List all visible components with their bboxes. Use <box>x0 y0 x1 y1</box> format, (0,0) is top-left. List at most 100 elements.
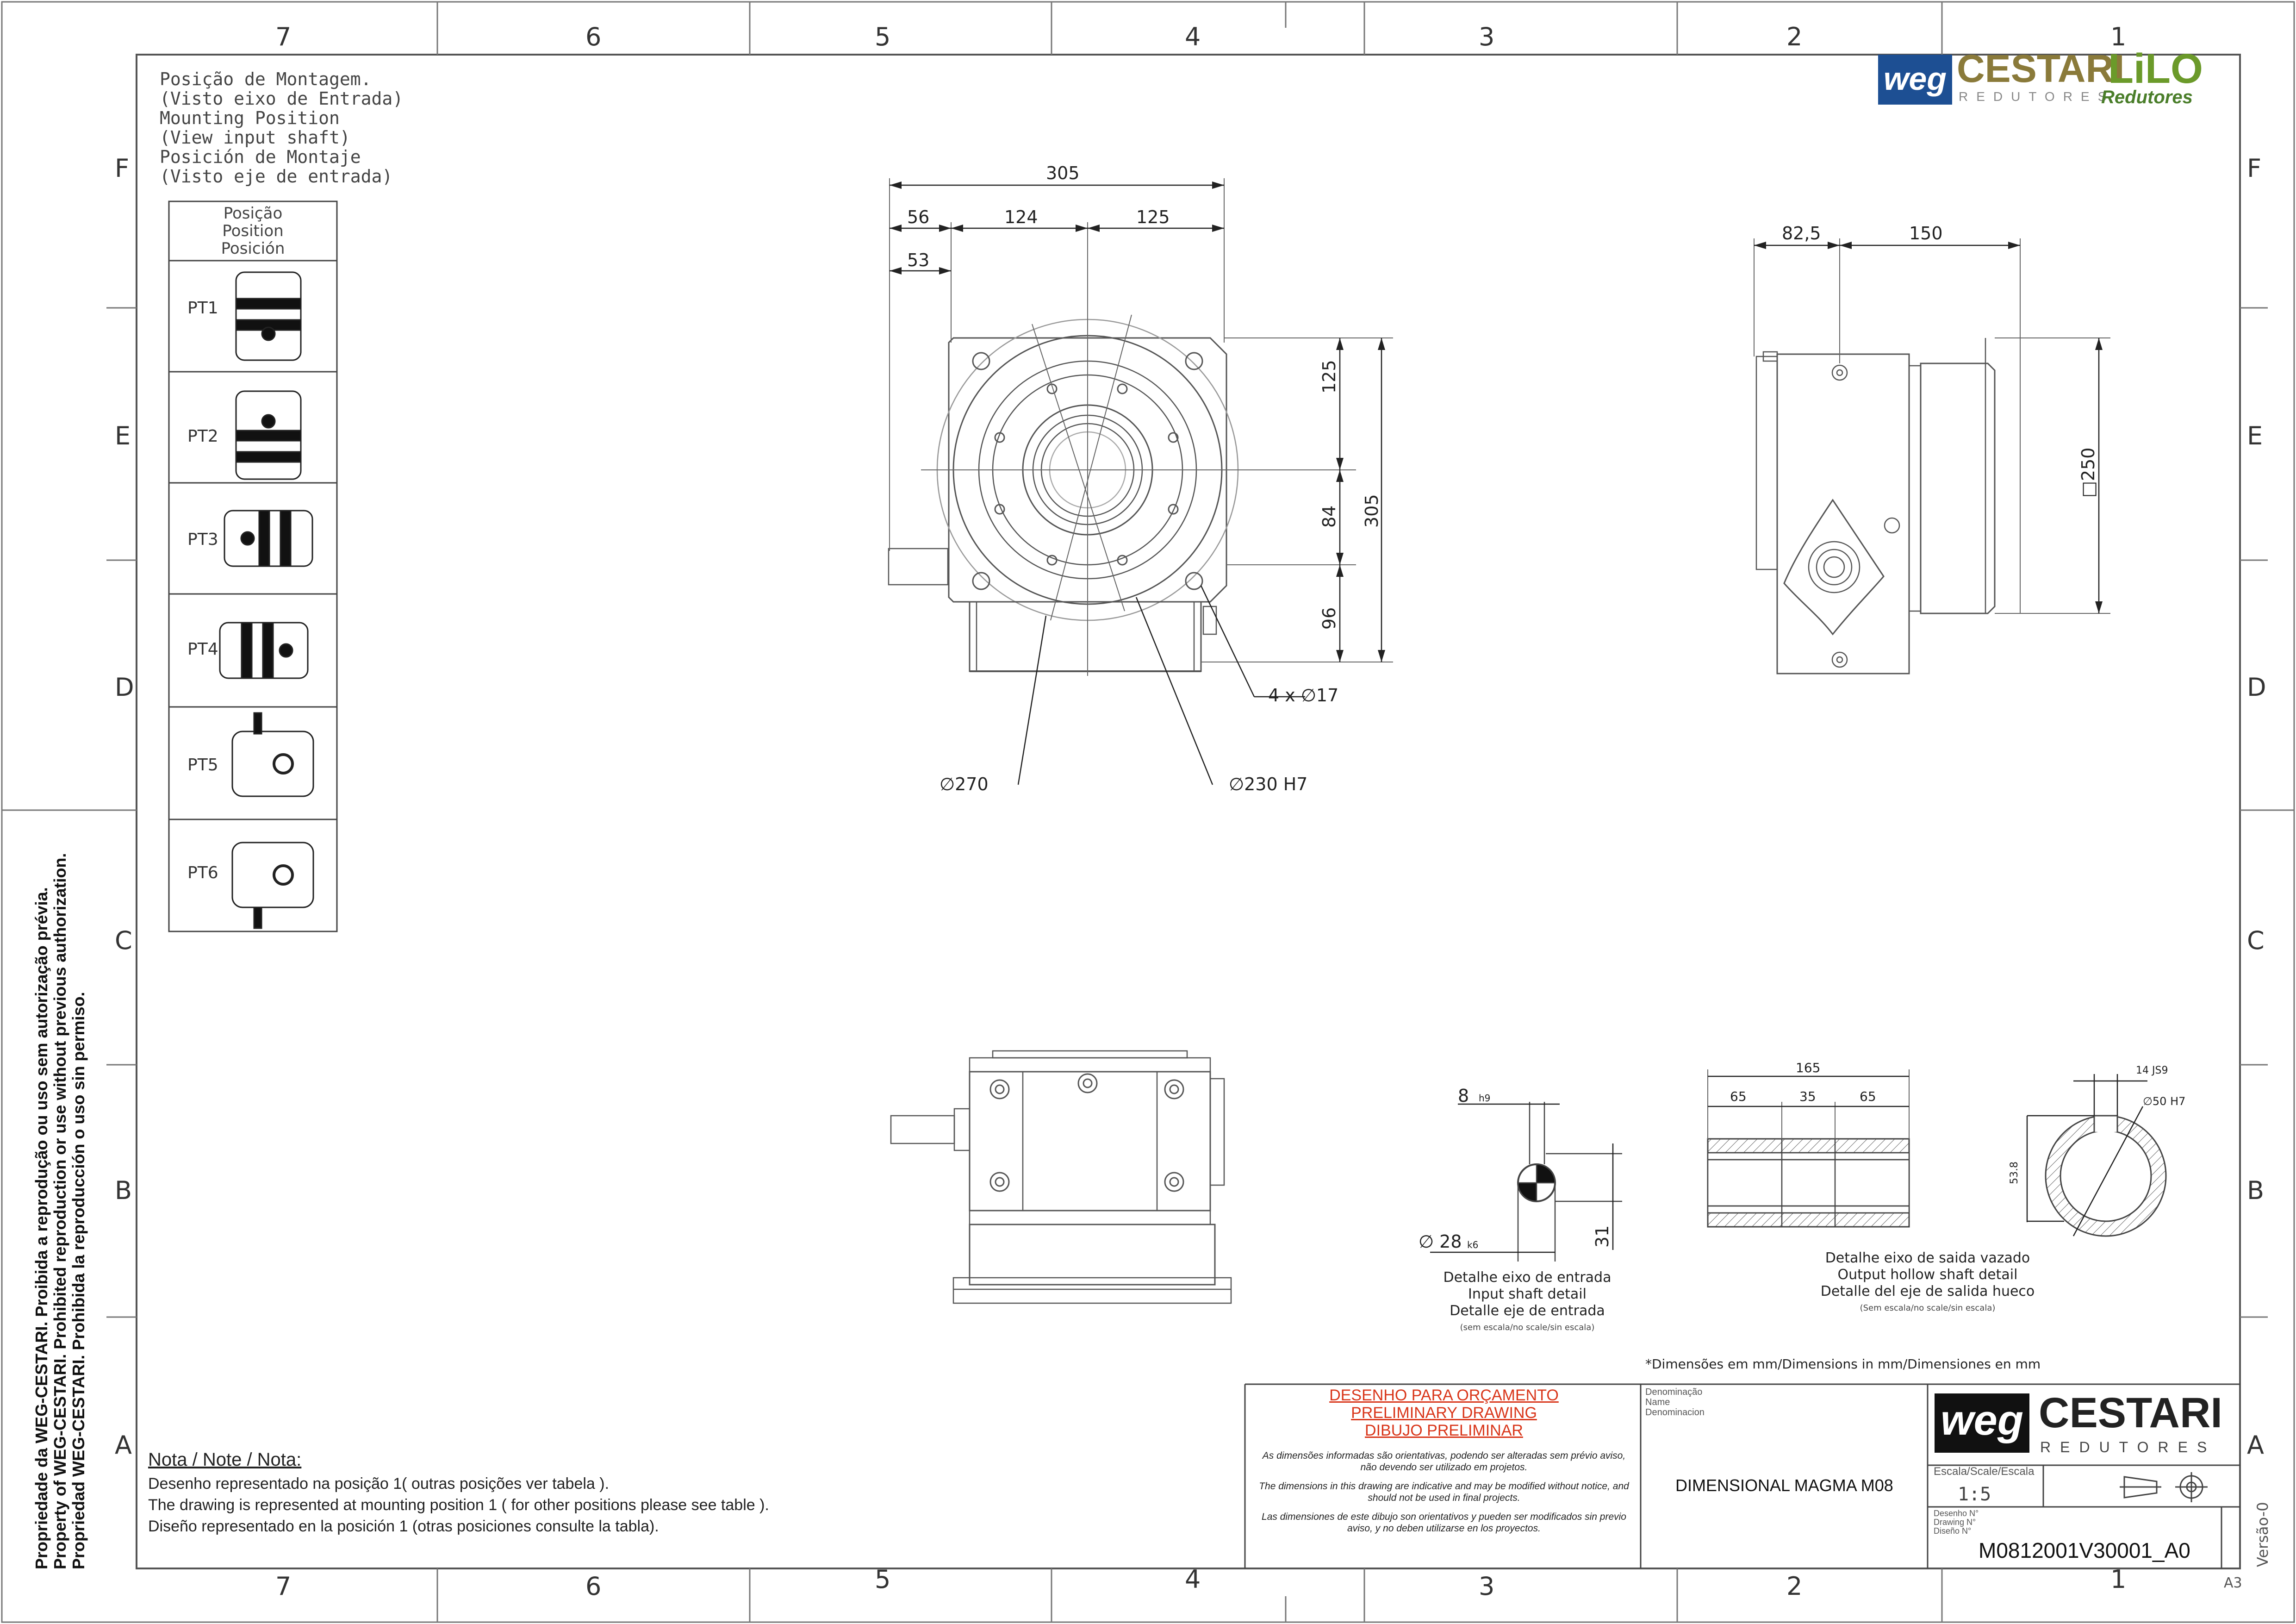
preliminary-drawing-title: DESENHO PARA ORÇAMENTO PRELIMINARY DRAWI… <box>1250 1387 1638 1439</box>
property-notice-line: Propriedade da WEG-CESTARI. Proibida a r… <box>32 887 51 1569</box>
input-shaft-height: 31 <box>1592 1225 1612 1248</box>
position-head-line: Posición <box>221 239 285 258</box>
caption-line: Detalhe eixo de entrada <box>1443 1269 1612 1286</box>
preliminary-line: DIBUJO PRELIMINAR <box>1365 1422 1523 1439</box>
note-line: Desenho representado na posição 1( outra… <box>148 1475 610 1493</box>
input-detail-caption: Detalhe eixo de entrada Input shaft deta… <box>1398 1269 1657 1336</box>
drawing-number: M0812001V30001_A0 <box>1979 1538 2190 1562</box>
dim-82-5: 82,5 <box>1782 223 1821 244</box>
zone-row-D-right: D <box>2247 673 2266 702</box>
zone-col-7-bottom: 7 <box>275 1572 292 1601</box>
position-pt6-label: PT6 <box>187 863 218 882</box>
preliminary-line: DESENHO PARA ORÇAMENTO <box>1329 1387 1559 1404</box>
dim-56: 56 <box>907 207 930 227</box>
zone-row-E-right: E <box>2247 421 2263 450</box>
weg-logo-text: weg <box>1883 61 1947 97</box>
property-notice-line: Property of WEG-CESTARI. Prohibited repr… <box>50 853 69 1569</box>
input-shaft-dia: ∅ 28 <box>1419 1231 1462 1252</box>
mounting-header-line: (View input shaft) <box>160 127 350 148</box>
drawing-name: DIMENSIONAL MAGMA M08 <box>1675 1476 1893 1495</box>
position-pt1-label: PT1 <box>187 299 218 318</box>
zone-col-4: 4 <box>1185 22 1201 51</box>
caption-line: Detalhe eixo de saida vazado <box>1825 1250 2030 1266</box>
zone-row-C: C <box>115 926 132 955</box>
redutores-wordmark: REDUTORES <box>1959 89 2115 104</box>
front-view <box>888 178 1393 785</box>
input-key-tolerance: h9 <box>1479 1093 1491 1104</box>
dim-v84: 84 <box>1319 505 1339 528</box>
zone-row-A: A <box>115 1430 132 1460</box>
weg-title-logo-text: weg <box>1941 1397 2023 1444</box>
zone-row-F: F <box>115 154 130 183</box>
dim-dia230: ∅230 H7 <box>1229 774 1308 794</box>
dim-125: 125 <box>1136 207 1170 227</box>
notes-block: Nota / Note / Nota: Desenho representado… <box>148 1449 769 1537</box>
lilo-subtitle: Redutores <box>2101 87 2193 107</box>
note-line: Diseño representado en la posición 1 (ot… <box>148 1518 659 1535</box>
dim-305-width: 305 <box>1046 163 1080 183</box>
zone-col-7: 7 <box>275 22 292 51</box>
caption-line: Detalle eje de entrada <box>1450 1303 1605 1319</box>
zone-col-6-bottom: 6 <box>585 1572 602 1601</box>
output-key-tolerance: 14 JS9 <box>2136 1065 2168 1076</box>
output-dim-65b: 65 <box>1860 1089 1876 1104</box>
drawing-label-line: Diseño N° <box>1934 1526 1972 1536</box>
output-dim-53-8: 53.8 <box>2009 1162 2020 1184</box>
position-pt2-label: PT2 <box>187 427 218 446</box>
side-view <box>1754 238 2110 675</box>
weg-title-logo: weg <box>1935 1393 2029 1453</box>
name-label-line: Denominação <box>1645 1387 1703 1397</box>
dim-holes: 4 x ∅17 <box>1268 685 1339 706</box>
name-labels: Denominação Name Denominacion <box>1645 1387 1705 1418</box>
dim-124: 124 <box>1004 207 1038 227</box>
zone-col-5-bottom: 5 <box>875 1565 891 1594</box>
cestari-wordmark: CESTARI <box>1957 47 2125 90</box>
caption-scale-note: (sem escala/no scale/sin escala) <box>1460 1323 1595 1332</box>
dim-v125: 125 <box>1319 360 1339 394</box>
output-dim-35: 35 <box>1799 1089 1816 1104</box>
mounting-header-line: Posición de Montaje <box>160 147 361 167</box>
preliminary-line: PRELIMINARY DRAWING <box>1351 1404 1537 1422</box>
scale-value: 1:5 <box>1958 1484 1991 1505</box>
mounting-header-line: Mounting Position <box>160 108 340 128</box>
position-head-line: Posição <box>223 204 283 223</box>
zone-col-3: 3 <box>1479 22 1495 51</box>
output-detail-caption: Detalhe eixo de saida vazado Output holl… <box>1789 1250 2066 1317</box>
position-pt5-label: PT5 <box>187 756 218 775</box>
mounting-header-line: (Visto eixo de Entrada) <box>160 88 404 109</box>
zone-col-1: 1 <box>2110 22 2127 51</box>
position-table-head: Posição Position Posición <box>169 205 337 257</box>
zone-col-3-bottom: 3 <box>1479 1572 1495 1601</box>
property-notice: Propriedade da WEG-CESTARI. Proibida a r… <box>32 853 88 1569</box>
caption-line: Output hollow shaft detail <box>1837 1267 2018 1283</box>
disclaimer-line: As dimensões informadas são orientativas… <box>1262 1450 1626 1473</box>
mounting-header: Posição de Montagem. (Visto eixo de Entr… <box>160 69 403 186</box>
disclaimer-line: The dimensions in this drawing are indic… <box>1259 1481 1629 1503</box>
note-line: The drawing is represented at mounting p… <box>148 1496 769 1514</box>
dim-v305: 305 <box>1362 494 1382 528</box>
disclaimer-line: Las dimensiones de este dibujo son orien… <box>1262 1512 1626 1534</box>
dimensions-unit-note: *Dimensões em mm/Dimensions in mm/Dimens… <box>1645 1356 2041 1372</box>
zone-col-1-bottom: 1 <box>2110 1565 2127 1594</box>
caption-line: Input shaft detail <box>1468 1286 1587 1302</box>
cestari-title-wordmark: CESTARI <box>2039 1389 2222 1437</box>
drawing-label-line: Desenho N° <box>1934 1509 1979 1518</box>
preliminary-disclaimer: As dimensões informadas são orientativas… <box>1254 1450 1634 1534</box>
bottom-view <box>890 1050 1232 1304</box>
zone-col-2: 2 <box>1786 22 1803 51</box>
output-bore-dia: ∅50 H7 <box>2143 1095 2186 1108</box>
caption-line: Detalle del eje de salida hueco <box>1820 1283 2035 1299</box>
weg-logo: weg <box>1878 55 1952 105</box>
notes-title: Nota / Note / Nota: <box>148 1449 302 1470</box>
zone-col-5: 5 <box>875 22 891 51</box>
input-shaft-detail <box>1430 1102 1622 1262</box>
sheet-size: A3 <box>2224 1575 2242 1591</box>
zone-row-E: E <box>115 421 131 450</box>
position-pt4-label: PT4 <box>187 640 218 659</box>
scale-label: Escala/Scale/Escala <box>1934 1465 2035 1478</box>
dim-square-250: □250 <box>2078 447 2098 498</box>
zone-col-4-bottom: 4 <box>1185 1565 1201 1594</box>
dim-dia270: ∅270 <box>940 774 989 794</box>
